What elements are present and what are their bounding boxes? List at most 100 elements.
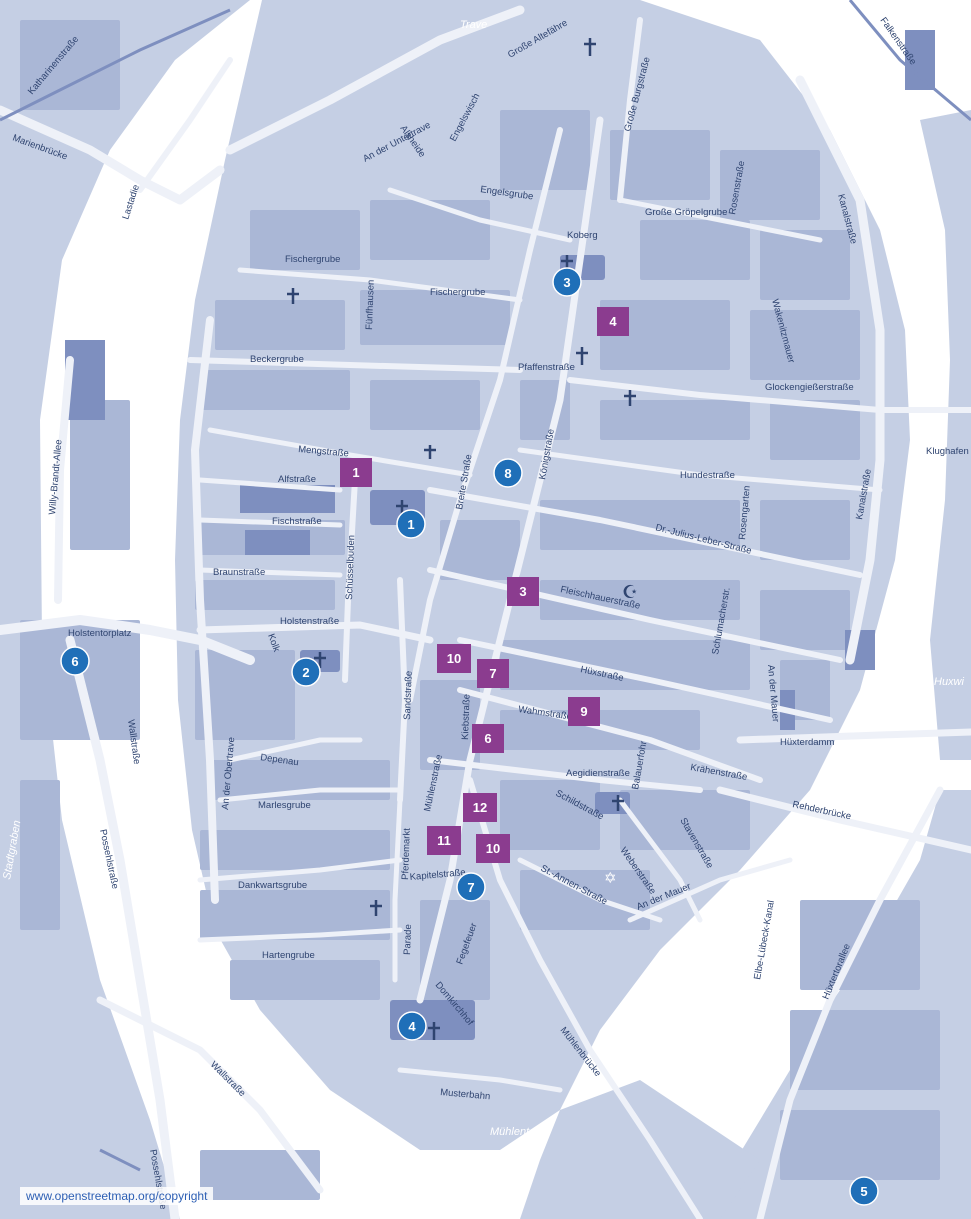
church-icon [370,900,382,916]
street-label: Braunstraße [213,567,265,578]
svg-text:12: 12 [473,800,487,815]
building-falkenstrasse [905,30,935,90]
road-fischstrasse [197,517,343,528]
street-label: Aegidienstraße [566,768,630,779]
road-dankwartsgrube [197,857,403,883]
road-huexterdamm [736,728,971,744]
circle-marker-8[interactable]: 8 [493,458,523,488]
mosque-icon: ☪ [622,582,638,603]
rail-line-northeast [848,0,971,122]
square-marker-9[interactable]: 9 [568,697,600,726]
road-possehlstrasse [65,635,180,1219]
street-label: Kiebstraße [460,694,473,740]
road-wahmstrasse [457,687,763,783]
church-icon [584,38,596,56]
south-strip [520,1080,760,1219]
road-hundestrasse [517,447,883,493]
road-depenau [227,737,363,763]
street-label: An der Mauer [765,664,781,722]
road-an-der-untertrave-west [191,316,219,904]
street-label: Beckergrube [250,354,304,365]
road-sandstrasse [397,577,408,803]
road-alfstrasse [197,477,343,493]
street-label: Schüsselbuden [344,535,357,600]
street-label: Fischergrube [430,287,485,298]
circle-marker-6[interactable]: 6 [60,646,90,676]
church-icon [314,652,326,668]
square-marker-1[interactable]: 1 [340,458,372,487]
road-engelsgrube [387,187,573,243]
road-glockengiesserstrasse [567,377,971,413]
street-label: Hundestraße [680,470,735,481]
street-label: Glockengießerstraße [765,382,854,393]
church-icon [576,347,588,365]
svg-text:10: 10 [486,841,500,856]
square-marker-3[interactable]: 3 [507,577,539,606]
svg-text:3: 3 [563,275,570,290]
svg-text:11: 11 [437,833,451,848]
road-braunstrasse [197,567,343,578]
square-marker-10b[interactable]: 10 [476,834,510,863]
road-muehlenstrasse [467,777,703,1219]
railway [0,0,971,1172]
city-blocks [20,20,940,1200]
circle-marker-5[interactable]: 5 [849,1176,879,1206]
road-kanalstrasse [795,75,885,665]
street-label: Große Gröpelgrube [645,207,727,218]
church-icons [287,38,636,1040]
circle-marker-4[interactable]: 4 [397,1011,427,1041]
svg-text:10: 10 [447,651,461,666]
water-label: Mühlenteich [490,1126,549,1138]
church-icon [612,795,624,811]
church-icon [428,1022,440,1040]
road-dr-julius-leber-strasse [427,487,863,578]
square-marker-11[interactable]: 11 [427,826,461,855]
church-icon [287,288,299,304]
road-weberstrasse [617,797,703,923]
road-mengstrasse [207,427,473,478]
street-label: Fischergrube [285,254,340,265]
road-hartengrube [197,927,403,943]
square-marker-7[interactable]: 7 [477,659,509,688]
church-icon [424,445,436,459]
street-label: Mengstraße [298,444,349,459]
west-bank [0,0,250,1219]
street-label: Fischstraße [272,516,322,527]
street-label: Alfstraße [278,474,316,485]
road-schluesselbuden [342,477,358,683]
street-label: Holstentorplatz [68,628,132,639]
circle-marker-2[interactable]: 2 [291,657,321,687]
circle-marker-7[interactable]: 7 [456,872,486,902]
square-marker-10a[interactable]: 10 [437,644,471,673]
square-marker-6[interactable]: 6 [472,724,504,753]
square-marker-4[interactable]: 4 [597,307,629,336]
street-label: Parade [402,924,414,955]
road-holstenstrasse [196,621,434,644]
street-label: Pfaffenstraße [518,362,575,373]
svg-text:1: 1 [352,465,359,480]
circle-markers[interactable]: 1 2 3 4 5 6 7 8 [60,267,879,1206]
street-label: Kapitelstraße [409,867,466,883]
buildings [65,30,935,1040]
square-marker-12[interactable]: 12 [463,793,497,822]
road-marienbruecke [0,105,225,205]
circle-marker-1[interactable]: 1 [396,509,426,539]
svg-text:6: 6 [484,731,491,746]
svg-text:4: 4 [609,314,617,329]
street-label: Koberg [567,230,598,241]
square-markers[interactable]: 1 3 4 6 7 9 10 10 11 12 [340,307,629,863]
svg-text:6: 6 [71,654,78,669]
svg-text:2: 2 [302,665,309,680]
road-beckergrube [187,357,523,373]
road-marlesgrube [217,787,403,803]
street-label: Klughafen [926,446,969,457]
circle-marker-3[interactable]: 3 [552,267,582,297]
road-rehderbruecke [716,786,971,854]
road-an-der-mauer [627,857,793,923]
street-label: Hüxterdamm [780,737,834,748]
copyright-link[interactable]: www.openstreetmap.org/copyright [20,1187,214,1205]
road-aegidienstrasse [427,757,703,793]
street-label: Depenau [260,752,300,768]
svg-text:3: 3 [519,584,526,599]
